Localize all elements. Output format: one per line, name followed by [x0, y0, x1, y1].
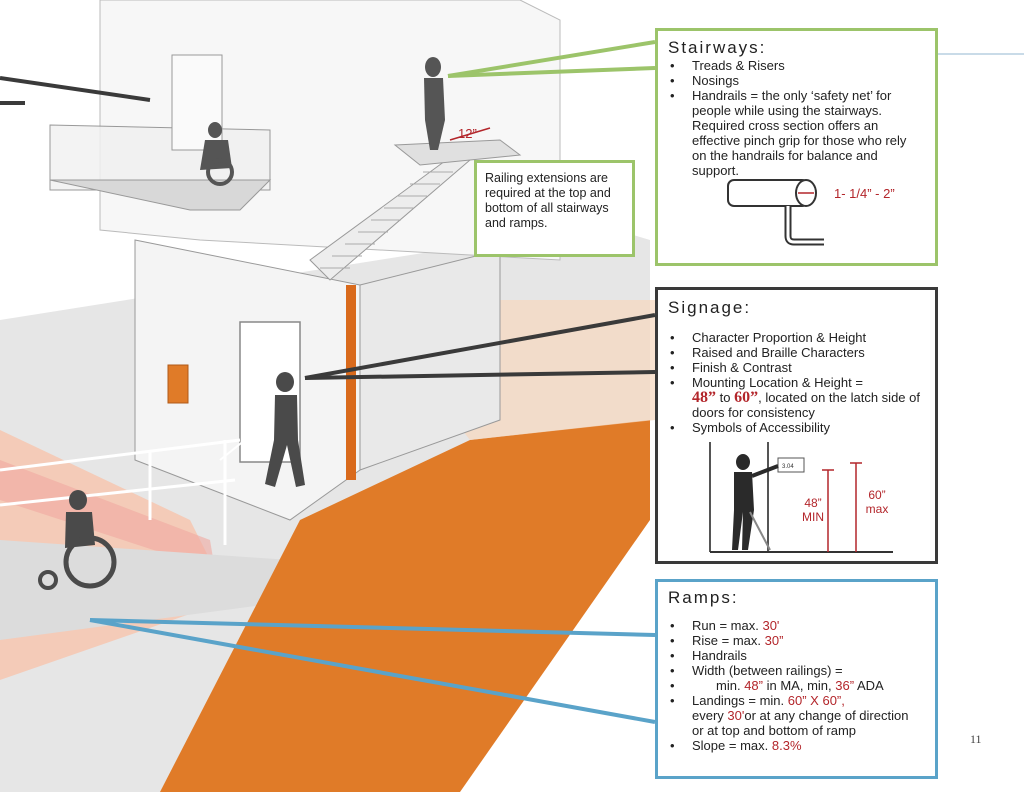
ramps-list: Run = max. 30' Rise = max. 30” Handrails… — [668, 618, 925, 753]
ramps-item-landings: Landings = min. 60” X 60”, every 30'or a… — [668, 693, 925, 738]
min-height-value: 48” — [804, 496, 822, 510]
ramp-walkway — [0, 540, 300, 640]
stair-dimension-arrow — [449, 127, 491, 141]
every-suffix: or at any change of direction — [744, 708, 909, 723]
mounting-suffix: , located on the latch side of doors for… — [692, 390, 920, 420]
leader-stairs-2 — [447, 66, 656, 78]
run-value: 30' — [762, 618, 780, 633]
leader-ramps-1 — [89, 618, 656, 637]
max-height-label: 60” max — [862, 488, 892, 516]
ramps-item-slope: Slope = max. 8.3% — [668, 738, 925, 753]
handrail-dimension-label: 1- 1/4” - 2” — [834, 186, 895, 201]
mounting-to: to — [719, 390, 731, 405]
signage-item: Character Proportion & Height — [668, 330, 925, 345]
width-min-prefix: min. — [716, 678, 741, 693]
stairways-panel: Stairways: Treads & Risers Nosings Handr… — [655, 28, 938, 266]
ramps-item-width: Width (between railings) = — [668, 663, 925, 678]
orange-slab — [160, 420, 650, 792]
signage-item: Raised and Braille Characters — [668, 345, 925, 360]
stairways-list: Treads & Risers Nosings Handrails = the … — [668, 58, 925, 178]
pink-ramp-stripe — [0, 460, 215, 570]
signage-panel: Signage: Character Proportion & Height R… — [655, 287, 938, 564]
sign-plate-text: 3.04 — [782, 464, 794, 470]
width-mid: in MA, min, — [766, 678, 832, 693]
leader-stairs-1 — [447, 40, 656, 78]
signage-title: Signage: — [668, 298, 752, 317]
ramps-item-rise: Rise = max. 30” — [668, 633, 925, 648]
top-bottom-text: or at top and bottom of ramp — [692, 723, 857, 738]
page-number: 11 — [970, 732, 982, 746]
leader-signage-1 — [304, 313, 656, 380]
mounting-min: 48” — [692, 389, 716, 406]
every-value: 30' — [727, 708, 745, 723]
signage-item: Symbols of Accessibility — [668, 420, 925, 435]
stair-dimension-label: 12” — [458, 126, 477, 141]
ramps-item-run: Run = max. 30' — [668, 618, 925, 633]
max-height-value: 60” — [868, 488, 886, 502]
stairways-item: Nosings — [668, 73, 925, 88]
signage-list: Character Proportion & Height Raised and… — [668, 330, 925, 435]
slope-value: 8.3% — [771, 738, 802, 753]
central-block-side — [359, 249, 501, 471]
rise-value: 30” — [764, 633, 784, 648]
leader-signage-2 — [304, 370, 656, 380]
min-height-unit: MIN — [802, 510, 824, 524]
width-suffix: ADA — [856, 678, 884, 693]
wheelchair-user-balcony-silhouette — [200, 122, 234, 186]
handrail-cross-section-diagram: 1- 1/4” - 2” — [727, 179, 895, 246]
fire-alarm-box — [167, 364, 189, 404]
rise-label: Rise = max. — [692, 633, 761, 648]
leader-ramps-2 — [89, 618, 656, 724]
mounting-prefix: Mounting Location & Height = — [692, 375, 863, 390]
decorative-rule — [908, 53, 1024, 55]
balcony-floor — [49, 179, 272, 211]
sign-mounting-diagram: 3.04 — [709, 442, 893, 553]
mounting-max: 60” — [734, 389, 759, 406]
orange-column — [346, 285, 356, 480]
landings-value: 60” X 60”, — [787, 693, 845, 708]
max-height-unit: max — [865, 502, 889, 516]
signage-item-mounting: Mounting Location & Height = 48” to 60”,… — [668, 375, 925, 420]
width-ma-value: 48” — [744, 678, 763, 693]
signage-item: Finish & Contrast — [668, 360, 925, 375]
slope-label: Slope = max. — [692, 738, 769, 753]
min-height-label: 48” MIN — [798, 496, 828, 524]
width-ada-value: 36” — [835, 678, 855, 693]
stairways-item: Handrails = the only ‘safety net’ for pe… — [668, 88, 925, 178]
landings-label: Landings = min. — [692, 693, 785, 708]
stairways-title: Stairways: — [668, 38, 767, 57]
ramps-item-handrails: Handrails — [668, 648, 925, 663]
stair-treads — [320, 171, 453, 269]
leader-line-top-left — [0, 76, 151, 102]
ramps-panel: Ramps: Run = max. 30' Rise = max. 30” Ha… — [655, 579, 938, 779]
ramps-item-width-values: min. 48” in MA, min, 36” ADA — [668, 678, 925, 693]
landing — [393, 139, 522, 166]
railing-note-text: Railing extensions are required at the t… — [485, 171, 611, 230]
person-on-stairs-silhouette — [424, 57, 445, 150]
run-label: Run = max. — [692, 618, 759, 633]
person-reading-sign-silhouette — [732, 454, 779, 551]
ramp-railing — [0, 438, 241, 545]
wheelchair-user-ramp-silhouette — [38, 490, 117, 590]
stairways-item: Treads & Risers — [668, 58, 925, 73]
ramps-title: Ramps: — [668, 588, 739, 607]
person-with-cane-silhouette — [219, 372, 305, 487]
every-label: every — [692, 708, 724, 723]
railing-note-panel: Railing extensions are required at the t… — [474, 160, 635, 257]
